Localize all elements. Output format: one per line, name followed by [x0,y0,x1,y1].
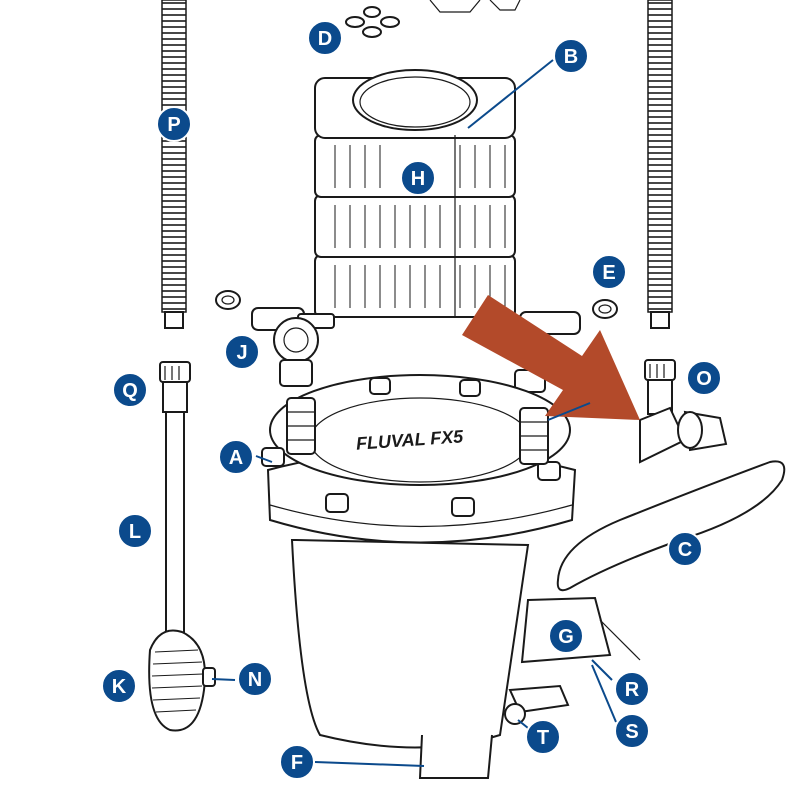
callout-L: L [117,513,153,549]
intake-strainer [148,629,216,732]
hose-clamp-right [592,299,618,319]
flow-direction-arrow [462,295,640,420]
svg-text:L: L [129,521,141,543]
elbow-connector-left [251,307,335,387]
svg-text:T: T [537,727,549,749]
svg-text:Q: Q [122,380,138,402]
svg-text:C: C [678,539,692,561]
callout-B: B [553,38,589,74]
svg-text:A: A [229,447,243,469]
svg-text:K: K [112,676,127,698]
svg-text:D: D [318,28,332,50]
callout-R: R [614,671,650,707]
svg-text:P: P [167,114,180,136]
svg-text:R: R [625,679,640,701]
callout-N: N [237,661,273,697]
canister-filter: FLUVAL FX5 [261,374,641,779]
svg-text:S: S [625,721,638,743]
callout-T: T [525,719,561,755]
leader-lines [211,59,617,767]
right-ribbed-hose [647,0,673,329]
callout-E: E [591,254,627,290]
callout-A: A [218,439,254,475]
svg-text:H: H [411,168,425,190]
callout-C: C [667,531,703,567]
o-ring-gasket [556,460,786,592]
suction-cups [345,0,521,38]
callout-F: F [279,744,315,780]
svg-text:G: G [558,626,574,648]
svg-text:N: N [248,669,262,691]
intake-tube [159,361,191,635]
callout-H: H [400,160,436,196]
callout-J: J [224,334,260,370]
callout-Q: Q [112,372,148,408]
callout-K: K [101,668,137,704]
callout-G: G [548,618,584,654]
svg-text:F: F [291,752,303,774]
callout-P: P [156,106,192,142]
callout-S: S [614,713,650,749]
svg-text:E: E [602,262,615,284]
callout-O: O [686,360,722,396]
output-nozzle [639,359,728,464]
left-ribbed-hose [161,0,187,329]
svg-text:J: J [236,342,247,364]
svg-text:O: O [696,368,712,390]
svg-text:B: B [564,46,578,68]
callout-D: D [307,20,343,56]
media-baskets [314,69,516,318]
hose-clamp-left [215,290,241,310]
